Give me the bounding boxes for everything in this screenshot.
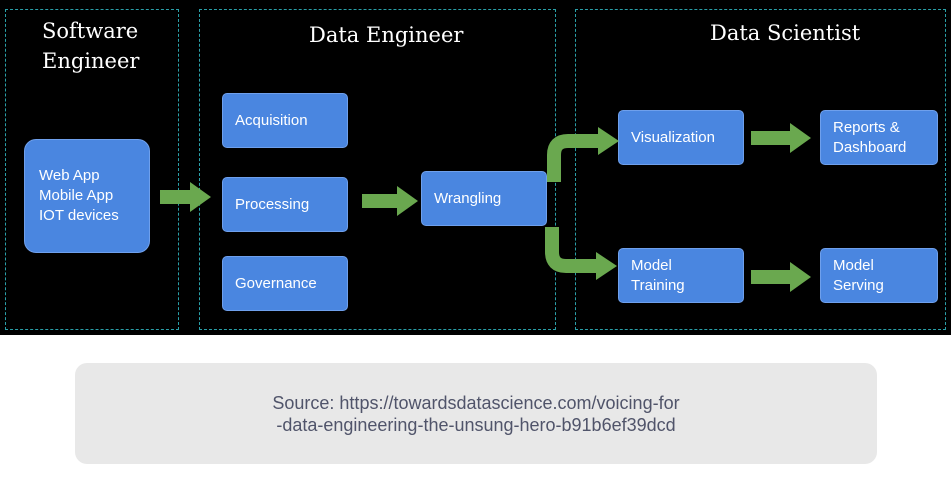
node-wrangling: Wrangling: [421, 171, 547, 226]
arrow-visualization-to-reports: [751, 123, 811, 153]
section-title-software-engineer: Software Engineer: [42, 19, 140, 73]
arrow-wrangling-to-training: [545, 227, 598, 273]
arrow-head-training: [596, 252, 617, 280]
node-sources: Web App Mobile App IOT devices: [24, 139, 150, 253]
flow-arrows: [160, 123, 811, 292]
source-caption: Source: https://towardsdatascience.com/v…: [75, 363, 877, 464]
node-model-training: Model Training: [618, 248, 744, 303]
arrow-sources-to-processing: [160, 182, 211, 212]
arrow-wrangling-to-visualization: [547, 134, 600, 182]
section-data-scientist: Data Scientist: [575, 9, 946, 330]
section-title-data-engineer: Data Engineer: [309, 23, 464, 47]
node-model-serving: Model Serving: [820, 248, 938, 303]
data-pipeline-diagram: Software Engineer Data Engineer Data Sci…: [0, 0, 951, 335]
section-software-engineer: Software Engineer: [5, 9, 179, 330]
section-title-data-scientist: Data Scientist: [710, 21, 861, 45]
node-processing: Processing: [222, 177, 348, 232]
arrow-processing-to-wrangling: [362, 186, 418, 216]
node-acquisition: Acquisition: [222, 93, 348, 148]
node-reports-dashboard: Reports & Dashboard: [820, 110, 938, 165]
node-visualization: Visualization: [618, 110, 744, 165]
node-governance: Governance: [222, 256, 348, 311]
section-data-engineer: Data Engineer: [199, 9, 556, 330]
arrow-head-visualization: [598, 127, 619, 155]
arrow-training-to-serving: [751, 262, 811, 292]
